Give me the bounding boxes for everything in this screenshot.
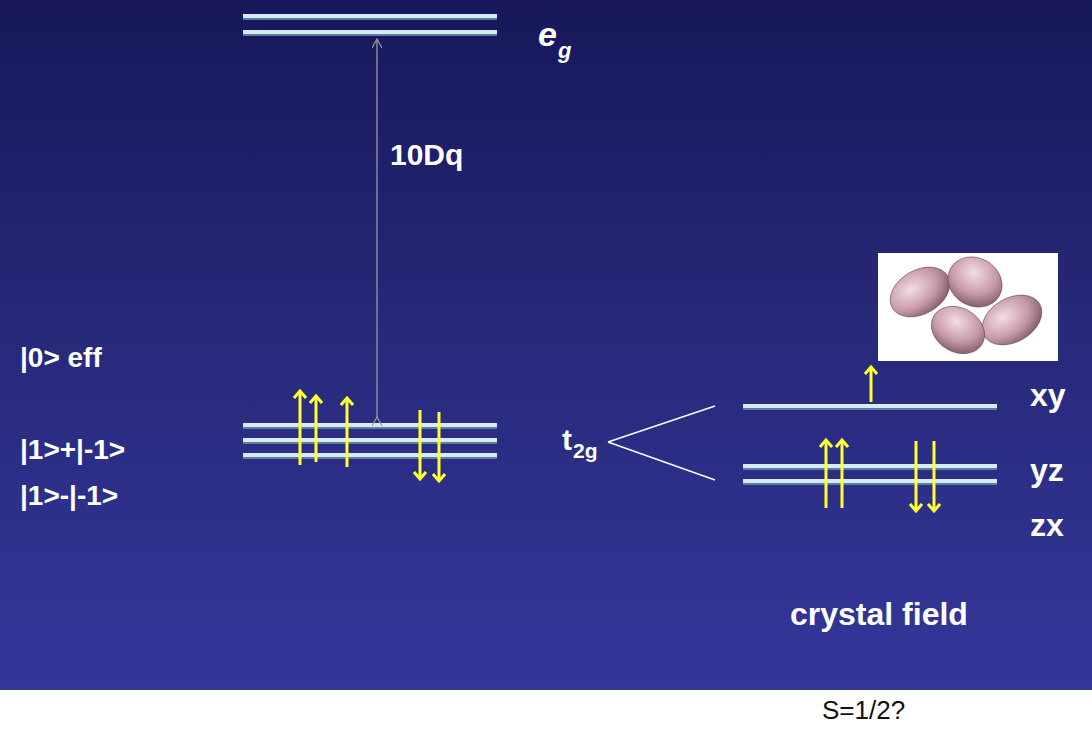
- state-label: |0> eff: [20, 344, 102, 372]
- level-name: t: [562, 425, 572, 455]
- state-label: |1>-|-1>: [20, 482, 118, 510]
- orbital-label: xy: [1030, 379, 1066, 411]
- splitting-lines: [608, 406, 715, 480]
- caption-label: crystal field: [790, 598, 968, 630]
- orbital-label: yz: [1030, 454, 1064, 486]
- level-subscript: g: [558, 40, 571, 62]
- energy-levels: [243, 14, 997, 485]
- orbital-label: zx: [1030, 509, 1064, 541]
- gap-label: 10Dq: [390, 140, 463, 170]
- spin-arrows: [300, 368, 934, 510]
- orbital-picture: [878, 247, 1058, 363]
- note-label: S=1/2?: [822, 697, 905, 723]
- gap-arrow: [376, 40, 377, 418]
- level-subscript: 2g: [573, 440, 598, 461]
- level-name: e: [538, 17, 557, 51]
- state-label: |1>+|-1>: [20, 436, 125, 464]
